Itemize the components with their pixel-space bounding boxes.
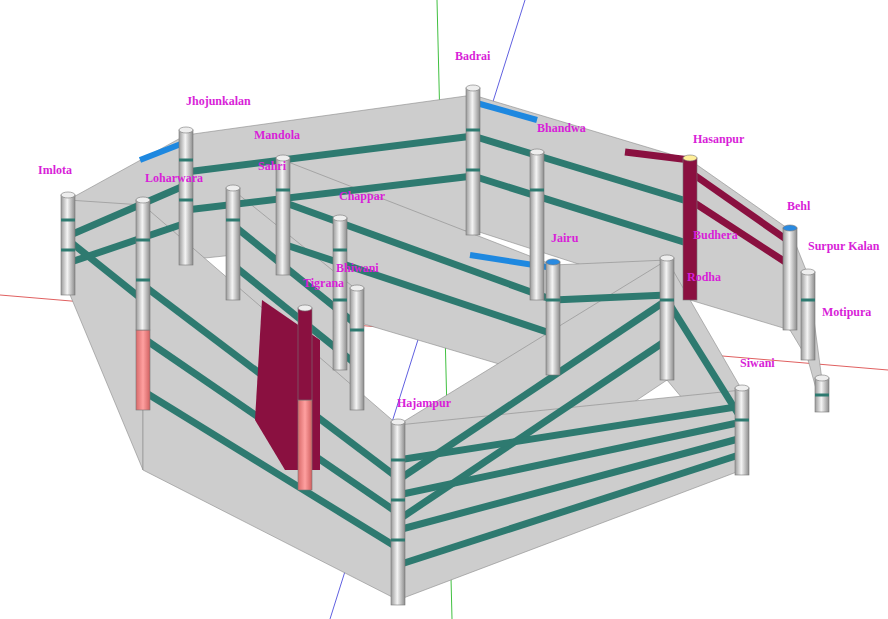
borehole-label: Badrai <box>455 50 490 63</box>
borehole-label: Jairu <box>551 232 578 245</box>
borehole-label: Motipura <box>822 306 871 319</box>
borehole-label: Surpur Kalan <box>808 240 879 253</box>
borehole-label: Hasanpur <box>693 133 744 146</box>
borehole-label: Budhera <box>693 229 738 242</box>
borehole-label: Loharwara <box>145 172 203 185</box>
borehole-label: Tigrana <box>303 277 344 290</box>
borehole-label: Rodha <box>687 271 721 284</box>
borehole-label: Siwani <box>740 357 775 370</box>
borehole-label: Jhojunkalan <box>186 95 251 108</box>
borehole-label: Chappar <box>339 190 385 203</box>
borehole-label: Hajampur <box>397 397 451 410</box>
borehole-label: Imlota <box>38 164 72 177</box>
borehole-label: Bhiwani <box>336 262 379 275</box>
borehole-label: Bhandwa <box>537 122 586 135</box>
borehole-label: Behl <box>787 200 810 213</box>
borehole-label: Sahri <box>258 160 286 173</box>
borehole-label: Mandola <box>254 129 300 142</box>
